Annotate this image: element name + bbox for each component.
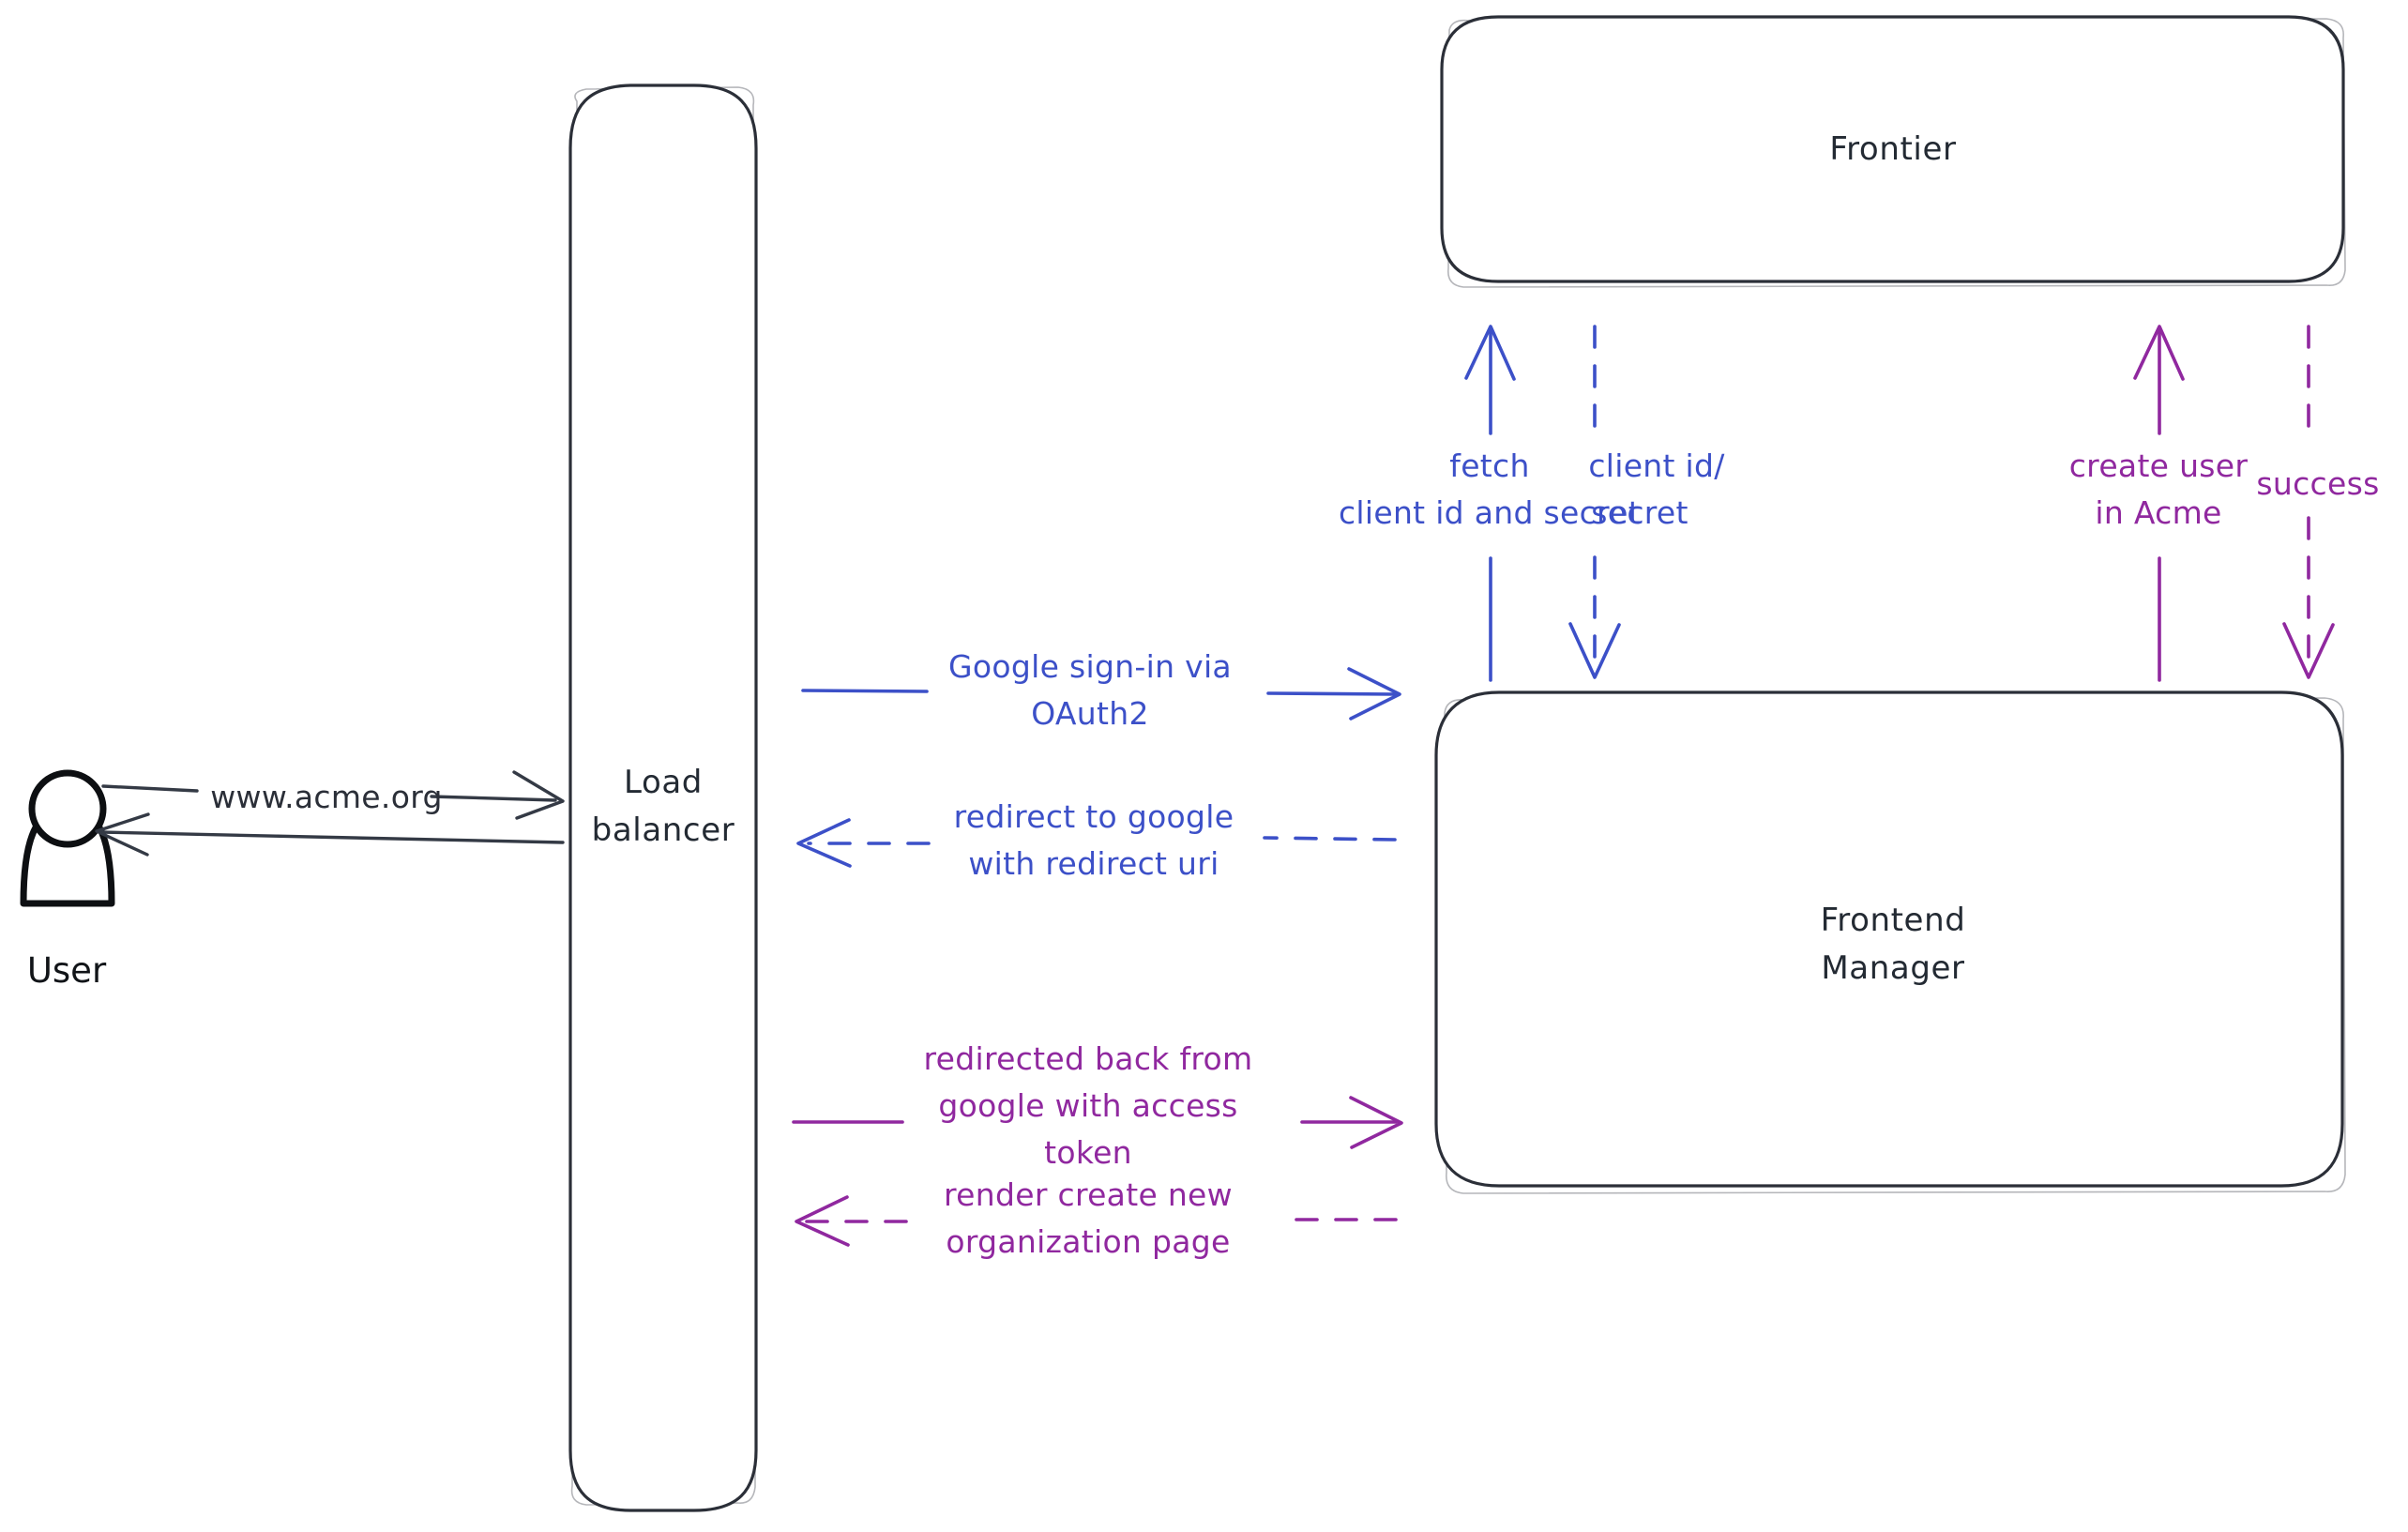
edge-fm-to-frontier-create[interactable]: create user in Acme [2069,325,2249,682]
edge-fm-to-lb-render-label-line1: render create new [944,1176,1233,1213]
edge-fm-to-lb-redirect[interactable]: redirect to google with redirect uri [796,798,1397,882]
edge-lb-to-fm-signin-label-line2: OAuth2 [1031,695,1149,732]
edge-frontier-to-fm-success[interactable]: success [2256,325,2379,679]
edge-user-to-lb[interactable]: www.acme.org [101,770,565,820]
node-frontend-manager-label-line1: Frontend [1821,902,1966,939]
edge-fm-to-frontier-fetch-label-line2: client id and secret [1339,494,1641,531]
user-actor-label: User [27,950,107,991]
node-load-balancer-label-line1: Load [624,764,703,801]
edge-lb-to-fm-signin[interactable]: Google sign-in via OAuth2 [801,648,1401,732]
node-frontend-manager[interactable]: Frontend Manager [1434,690,2346,1194]
edge-fm-to-frontier-fetch-label-line1: fetch [1449,447,1529,484]
edge-fm-to-frontier-fetch[interactable]: fetch client id and secret [1339,325,1641,682]
node-frontier[interactable]: Frontier [1440,15,2346,288]
edge-fm-to-frontier-create-label-line2: in Acme [2095,494,2221,531]
edge-frontier-to-fm-creds[interactable]: client id/ secret [1568,325,1725,679]
edge-lb-to-fm-token-label-line2: google with access [938,1087,1237,1124]
user-actor[interactable]: User [20,769,115,991]
edge-lb-to-fm-signin-label-line1: Google sign-in via [948,648,1232,685]
edge-lb-to-fm-token[interactable]: redirected back from google with access … [792,1040,1403,1171]
edge-fm-to-lb-redirect-label-line1: redirect to google [954,798,1234,835]
edge-user-to-lb-label: www.acme.org [210,779,442,815]
node-frontend-manager-label-line2: Manager [1821,949,1964,987]
edge-fm-to-lb-redirect-label-line2: with redirect uri [968,845,1219,882]
edge-fm-to-lb-render[interactable]: render create new organization page [795,1176,1398,1260]
node-load-balancer-label-line2: balancer [592,812,735,849]
edge-frontier-to-fm-creds-label-line1: client id/ [1588,447,1725,484]
edge-fm-to-lb-render-label-line2: organization page [946,1223,1230,1260]
edge-fm-to-frontier-create-label-line1: create user [2069,447,2249,484]
edge-frontier-to-fm-success-label: success [2256,465,2379,502]
edge-lb-to-fm-token-label-line1: redirected back from [924,1040,1253,1077]
edge-lb-to-user[interactable] [95,812,565,857]
edge-lb-to-fm-token-label-line3: token [1044,1134,1132,1171]
node-frontier-label: Frontier [1829,130,1956,168]
person-icon [20,769,115,907]
node-load-balancer[interactable]: Load balancer [568,83,758,1512]
edge-frontier-to-fm-creds-label-line2: secret [1591,494,1689,531]
